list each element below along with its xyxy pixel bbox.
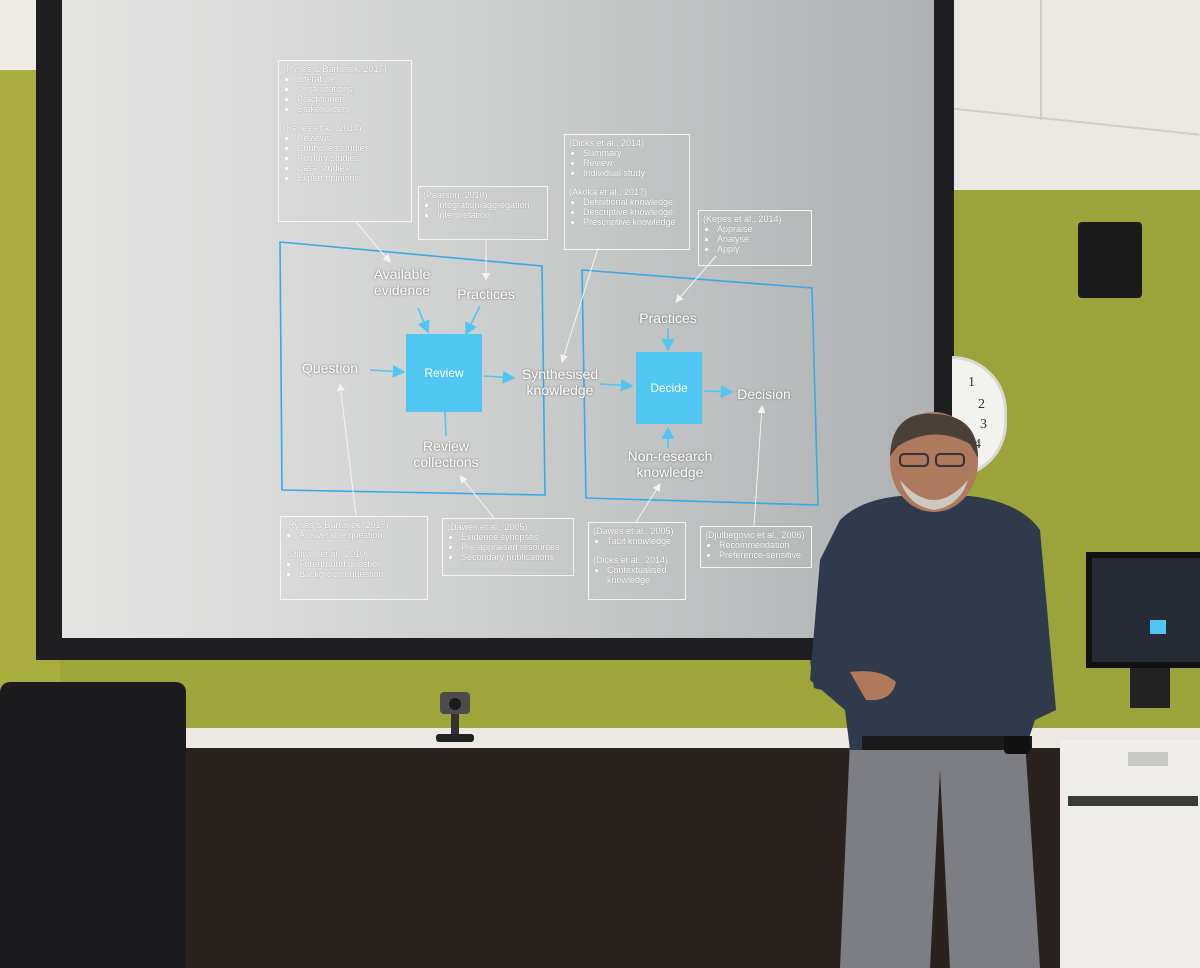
citation-title: (Dawes et al., 2005): [447, 522, 528, 532]
callout-arrow: [753, 405, 766, 527]
review-collections-label: Review collections: [413, 438, 479, 470]
citation-item: Appraise: [717, 224, 807, 234]
citation-title: (Dawes et al., 2005): [593, 526, 674, 536]
citation-box-pearson: (Pearson, 2010) Integration/aggregation …: [418, 186, 548, 240]
callout-arrow: [635, 483, 661, 523]
citation-box-rynes-kepes: (Rynes & Bartunek, 2017) Literature Orga…: [278, 60, 412, 222]
citation-title: (Akoka et al., 2017): [569, 187, 648, 197]
citation-item: Descriptive knowledge: [583, 207, 685, 217]
decide-frame: [581, 269, 819, 506]
citation-item: Foreground question: [299, 559, 423, 569]
side-cabinet: [1060, 740, 1200, 968]
available-evidence-label: Available evidence: [373, 266, 431, 298]
citation-item: Secondary publications: [461, 552, 569, 562]
citation-item: Literature: [297, 74, 407, 84]
citation-item: Answerable question: [299, 530, 423, 540]
cabinet-divider: [1068, 796, 1198, 806]
office-chair: [0, 682, 186, 968]
callout-arrow: [560, 247, 599, 363]
callout-arrow: [675, 255, 717, 303]
citation-box-dicks-akoka: (Dicks et al., 2014) Summary Review Indi…: [564, 134, 690, 250]
monitor-screen: [1092, 558, 1200, 662]
citation-item: Definitional knowledge: [583, 197, 685, 207]
review-to-collections-arrow: [444, 411, 447, 437]
citation-item: Prescriptive knowledge: [583, 217, 685, 227]
citation-item: Practitioners: [297, 94, 407, 104]
presenter: [810, 412, 1056, 968]
practices-to-review-arrow: [465, 305, 481, 336]
decision-label: Decision: [737, 386, 791, 402]
non-research-knowledge-label: Non-research knowledge: [627, 448, 713, 480]
monitor-stand: [1130, 668, 1170, 708]
citation-box-rynes-stillwell: (Rynes & Bartunek, 2017) Answerable ques…: [280, 516, 428, 600]
decide-box: Decide: [636, 352, 702, 424]
monitor-diagram-box: [1150, 620, 1166, 634]
callout-arrow: [355, 221, 391, 263]
citation-title: (Pearson, 2010): [423, 190, 488, 200]
citation-item: Individual study: [583, 168, 685, 178]
citation-title: (Dicks et al., 2014): [593, 555, 669, 565]
citation-title: (Kepes et al., 2014): [283, 123, 362, 133]
review-to-synthesised-arrow: [483, 370, 516, 384]
citation-item: Case studies: [297, 163, 407, 173]
citation-item: Organizations: [297, 84, 407, 94]
citation-title: (Djulbegovic et al., 2006): [705, 530, 805, 540]
citation-item: Evidence synopses: [461, 532, 569, 542]
question-to-review-arrow: [369, 364, 406, 378]
ceiling-tiles: [940, 0, 1200, 190]
citation-item: Contextualised knowledge: [607, 565, 681, 585]
citation-box-kepes-right: (Kepes et al., 2014) Appraise Analyse Ap…: [698, 210, 812, 266]
citation-item: Analyse: [717, 234, 807, 244]
clock-number: 4: [974, 437, 981, 452]
citation-title: (Kepes et al., 2014): [703, 214, 782, 224]
citation-item: Background question: [299, 569, 423, 579]
citation-box-dawes-dicks: (Dawes et al., 2005) Tacit knowledge (Di…: [588, 522, 686, 600]
synthesised-knowledge-label: Synthesised knowledge: [521, 366, 599, 398]
citation-item: Pre-appraised resources: [461, 542, 569, 552]
review-frame: [279, 241, 546, 496]
practices-right-label: Practices: [639, 310, 697, 326]
decide-to-decision-arrow: [703, 385, 734, 398]
citation-item: Controlled studies: [297, 143, 407, 153]
citation-title: (Dicks et al., 2014): [569, 138, 645, 148]
ceiling-grid-line: [1040, 0, 1042, 120]
clock-number: 3: [980, 417, 987, 432]
conference-camera: [436, 692, 474, 742]
callout-arrow: [459, 475, 495, 519]
citation-box-djulbegovic: (Djulbegovic et al., 2006) Recommendatio…: [700, 526, 812, 568]
citation-item: Review: [583, 158, 685, 168]
practices-left-label: Practices: [457, 286, 515, 302]
citation-item: Expert opinions: [297, 173, 407, 183]
citation-item: Integration/aggregation: [437, 200, 543, 210]
projection-screen: [62, 0, 934, 638]
cabinet-handle: [1128, 752, 1168, 766]
citation-item: Stakeholders: [297, 104, 407, 114]
citation-item: Apply: [717, 244, 807, 254]
callout-arrow: [336, 383, 357, 517]
citation-item: Interpretation: [437, 210, 543, 220]
citation-item: Recommendation: [719, 540, 807, 550]
clock-number: 1: [968, 375, 975, 390]
citation-item: Reviews: [297, 133, 407, 143]
citation-box-dawes-left: (Dawes et al., 2005) Evidence synopses P…: [442, 518, 574, 576]
review-box: Review: [406, 334, 482, 412]
citation-item: Tacit knowledge: [607, 536, 681, 546]
citation-title: (Stillwell et al., 2010): [285, 549, 369, 559]
synthesised-to-decide-arrow: [599, 378, 634, 392]
question-label: Question: [301, 360, 359, 376]
citation-title: (Rynes & Bartunek, 2017): [285, 520, 389, 530]
citation-item: Preference-sensitive: [719, 550, 807, 560]
wall-speaker: [1078, 222, 1142, 298]
citation-item: Primary studies: [297, 153, 407, 163]
citation-title: (Rynes & Bartunek, 2017): [283, 64, 387, 74]
clock-number: 2: [978, 397, 985, 412]
citation-item: Summary: [583, 148, 685, 158]
evidence-to-review-arrow: [417, 307, 430, 334]
